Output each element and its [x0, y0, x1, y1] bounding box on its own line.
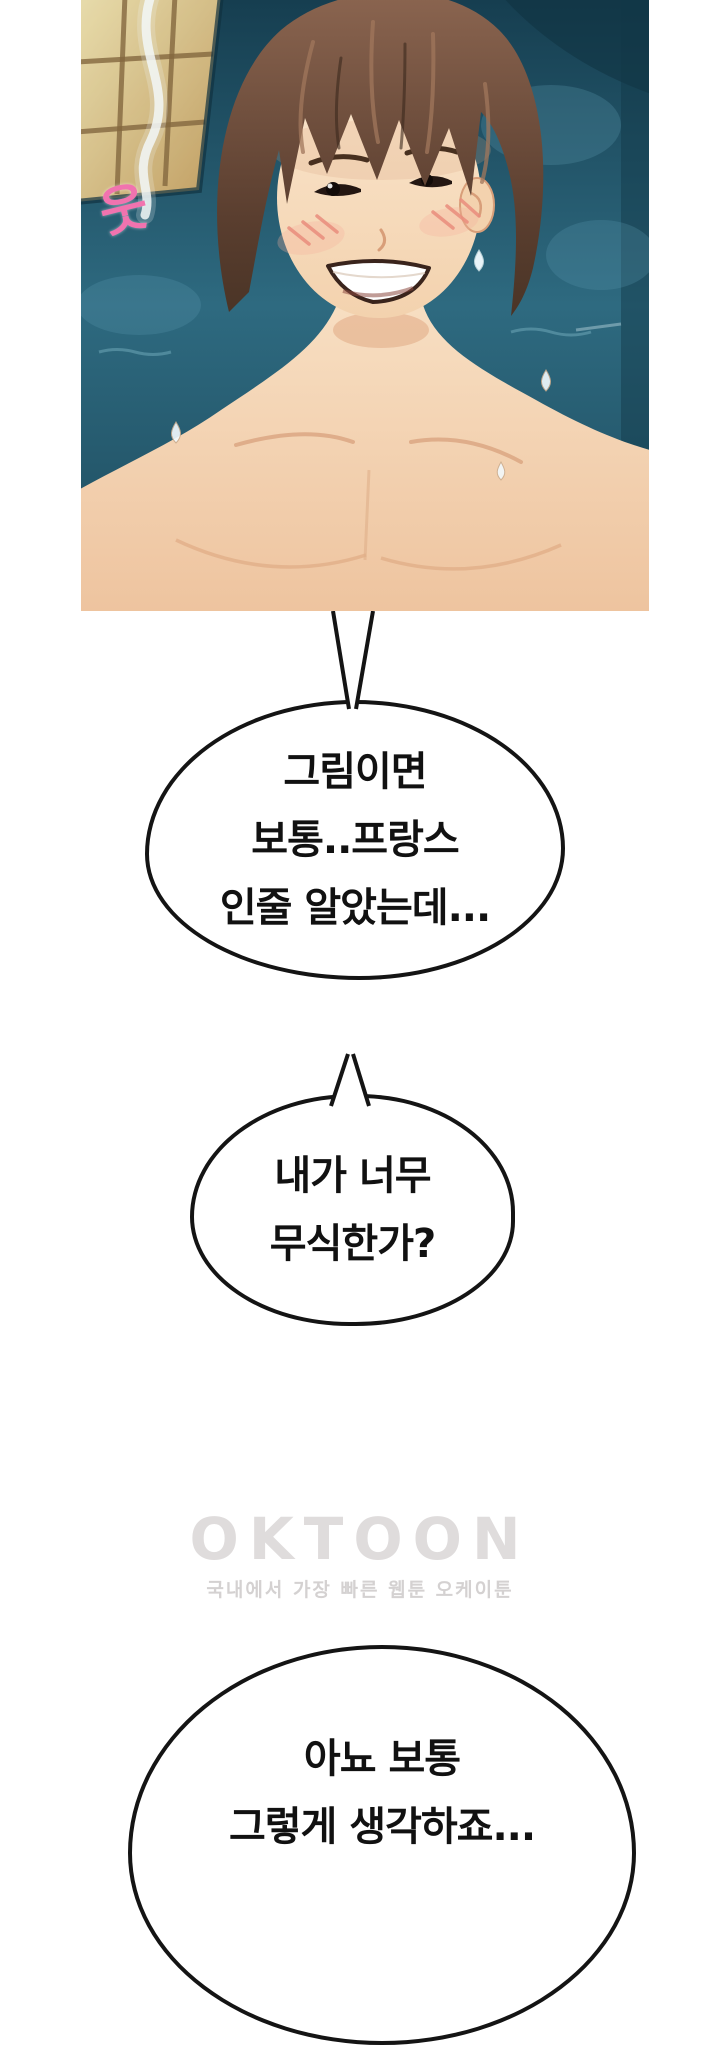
- speech-tail-1: [331, 611, 375, 710]
- watermark-logo: OKTOON: [189, 1505, 531, 1573]
- bubble-text-line: 보통..프랑스: [251, 817, 459, 863]
- panel-illustration: [81, 0, 649, 611]
- comic-panel: 웃: [81, 0, 649, 611]
- bubble-text-line: 그림이면: [283, 749, 427, 795]
- bubble-text-line: 인줄 알았는데...: [219, 885, 491, 931]
- watermark-tagline: 국내에서 가장 빠른 웹툰 오케이툰: [206, 1579, 514, 1601]
- speech-bubble-1: 그림이면 보통..프랑스 인줄 알았는데...: [145, 700, 565, 980]
- speech-bubble-3: 아뇨 보통 그렇게 생각하죠...: [128, 1645, 636, 2045]
- speech-bubble-3-text: 아뇨 보통 그렇게 생각하죠...: [228, 1649, 536, 1861]
- bubble-text-line: 무식한가?: [269, 1221, 436, 1267]
- watermark: OKTOON 국내에서 가장 빠른 웹툰 오케이툰: [0, 1508, 720, 1602]
- speech-bubble-2: 내가 너무 무식한가?: [190, 1094, 515, 1326]
- bubble-text-line: 그렇게 생각하죠...: [228, 1804, 536, 1850]
- bubble-text-line: 아뇨 보통: [303, 1736, 461, 1782]
- speech-tail-2: [329, 1053, 371, 1107]
- bubble-text-line: 내가 너무: [274, 1153, 431, 1199]
- speech-bubble-1-text: 그림이면 보통..프랑스 인줄 알았는데...: [219, 738, 491, 942]
- speech-bubble-2-text: 내가 너무 무식한가?: [269, 1142, 436, 1278]
